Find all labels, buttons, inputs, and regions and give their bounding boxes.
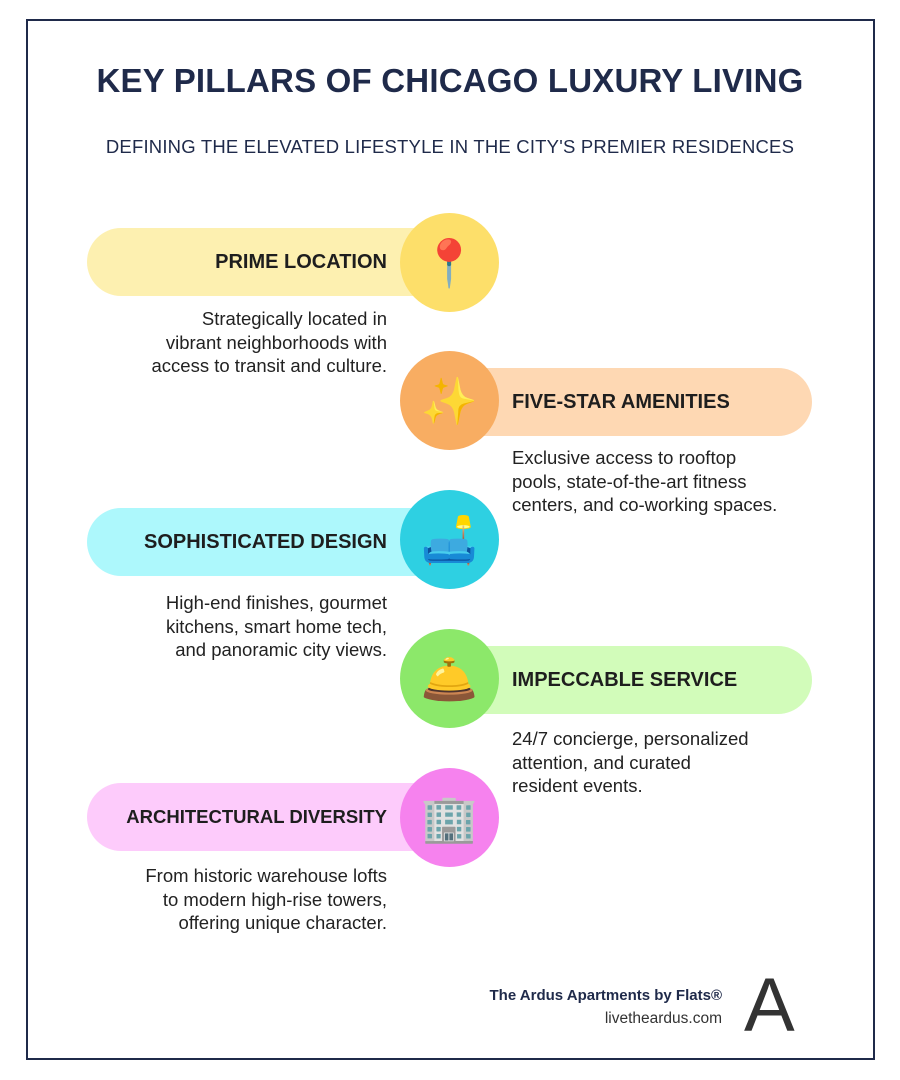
sparkles-glyph: ✨ xyxy=(420,374,479,427)
couch-and-lamp-icon: 🛋️ xyxy=(400,490,499,589)
pillar-description: Exclusive access to rooftop pools, state… xyxy=(512,446,802,517)
brand-block: The Ardus Apartments by Flats® livethear… xyxy=(490,987,722,1028)
pillar-description: From historic warehouse lofts to modern … xyxy=(87,864,387,935)
pillar-label: PRIME LOCATION xyxy=(215,251,387,273)
description-line: kitchens, smart home tech, xyxy=(165,615,387,637)
pillar-description: Strategically located in vibrant neighbo… xyxy=(87,307,387,378)
brand-name: The Ardus Apartments by Flats® xyxy=(489,987,722,1004)
pillar-description: High-end finishes, gourmet kitchens, sma… xyxy=(87,591,387,662)
description-line: resident events. xyxy=(512,775,643,796)
office-building-icon: 🏢 xyxy=(400,768,499,867)
pillar-description: 24/7 concierge, personalized attention, … xyxy=(512,727,802,798)
pillar-label: FIVE-STAR AMENITIES xyxy=(512,391,730,413)
description-line: offering unique character. xyxy=(178,912,387,933)
description-line: attention, and curated xyxy=(512,751,691,773)
bellhop-bell-icon: 🛎️ xyxy=(400,629,499,728)
page-subtitle: DEFINING THE ELEVATED LIFESTYLE IN THE C… xyxy=(105,136,795,157)
page-title: KEY PILLARS OF CHICAGO LUXURY LIVING xyxy=(96,62,804,99)
infographic-frame xyxy=(26,19,875,1060)
building-glyph: 🏢 xyxy=(420,791,479,844)
description-line: 24/7 concierge, personalized xyxy=(512,728,749,749)
description-line: and panoramic city views. xyxy=(175,639,387,660)
brand-url-link[interactable]: livetheardus.com xyxy=(604,1010,722,1027)
pushpin-icon: 📍 xyxy=(400,213,499,312)
description-line: High-end finishes, gourmet xyxy=(165,592,387,613)
pillar-label: IMPECCABLE SERVICE xyxy=(512,669,738,691)
couch-glyph: 🛋️ xyxy=(420,513,479,566)
description-line: From historic warehouse lofts xyxy=(145,865,387,886)
pillar-five-star-amenities: FIVE-STAR AMENITIES xyxy=(450,368,812,436)
pillar-impeccable-service: IMPECCABLE SERVICE xyxy=(450,646,812,714)
pillar-label: SOPHISTICATED DESIGN xyxy=(144,531,387,553)
description-line: vibrant neighborhoods with xyxy=(165,331,387,353)
description-line: centers, and co-working spaces. xyxy=(512,494,778,515)
brand-logo-icon: A xyxy=(744,963,795,1048)
description-line: to modern high-rise towers, xyxy=(162,888,387,910)
pillar-prime-location: PRIME LOCATION xyxy=(87,228,447,296)
pillar-architectural-diversity: ARCHITECTURAL DIVERSITY xyxy=(87,783,447,851)
pillar-label: ARCHITECTURAL DIVERSITY xyxy=(126,806,387,827)
bell-glyph: 🛎️ xyxy=(420,652,479,705)
description-line: Strategically located in xyxy=(201,308,387,329)
pushpin-glyph: 📍 xyxy=(420,236,479,289)
description-line: Exclusive access to rooftop xyxy=(512,447,737,468)
pillar-sophisticated-design: SOPHISTICATED DESIGN xyxy=(87,508,447,576)
description-line: pools, state-of-the-art fitness xyxy=(512,470,747,492)
description-line: access to transit and culture. xyxy=(151,355,387,376)
sparkles-icon: ✨ xyxy=(400,351,499,450)
